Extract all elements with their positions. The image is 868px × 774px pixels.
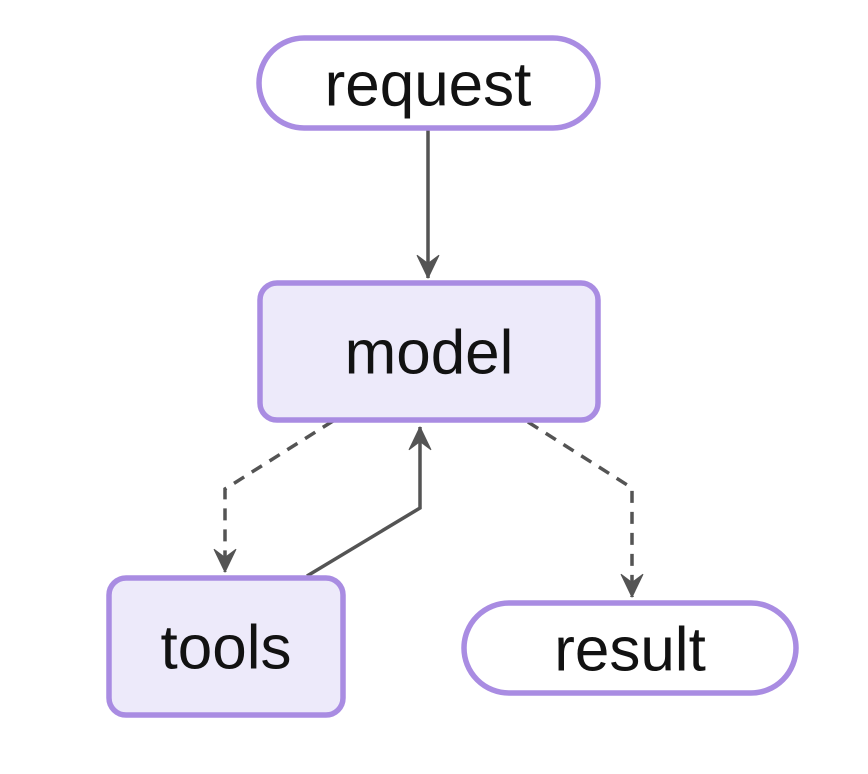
node-tools-label: tools <box>161 614 292 683</box>
edge-model-to-tools <box>213 419 334 573</box>
node-result-label: result <box>554 616 706 685</box>
node-model-label: model <box>345 319 514 388</box>
edge-group <box>213 129 644 598</box>
edge-tools-to-model <box>306 426 432 578</box>
node-model-shape <box>257 280 601 423</box>
node-model: model <box>257 280 601 423</box>
node-request-shape <box>256 35 601 131</box>
node-tools: tools <box>106 575 346 718</box>
edge-model-to-result <box>527 420 644 598</box>
node-request: request <box>256 35 601 131</box>
node-result-shape <box>461 600 799 696</box>
node-result: result <box>461 600 799 696</box>
node-request-label: request <box>325 51 532 120</box>
node-tools-shape <box>106 575 346 718</box>
